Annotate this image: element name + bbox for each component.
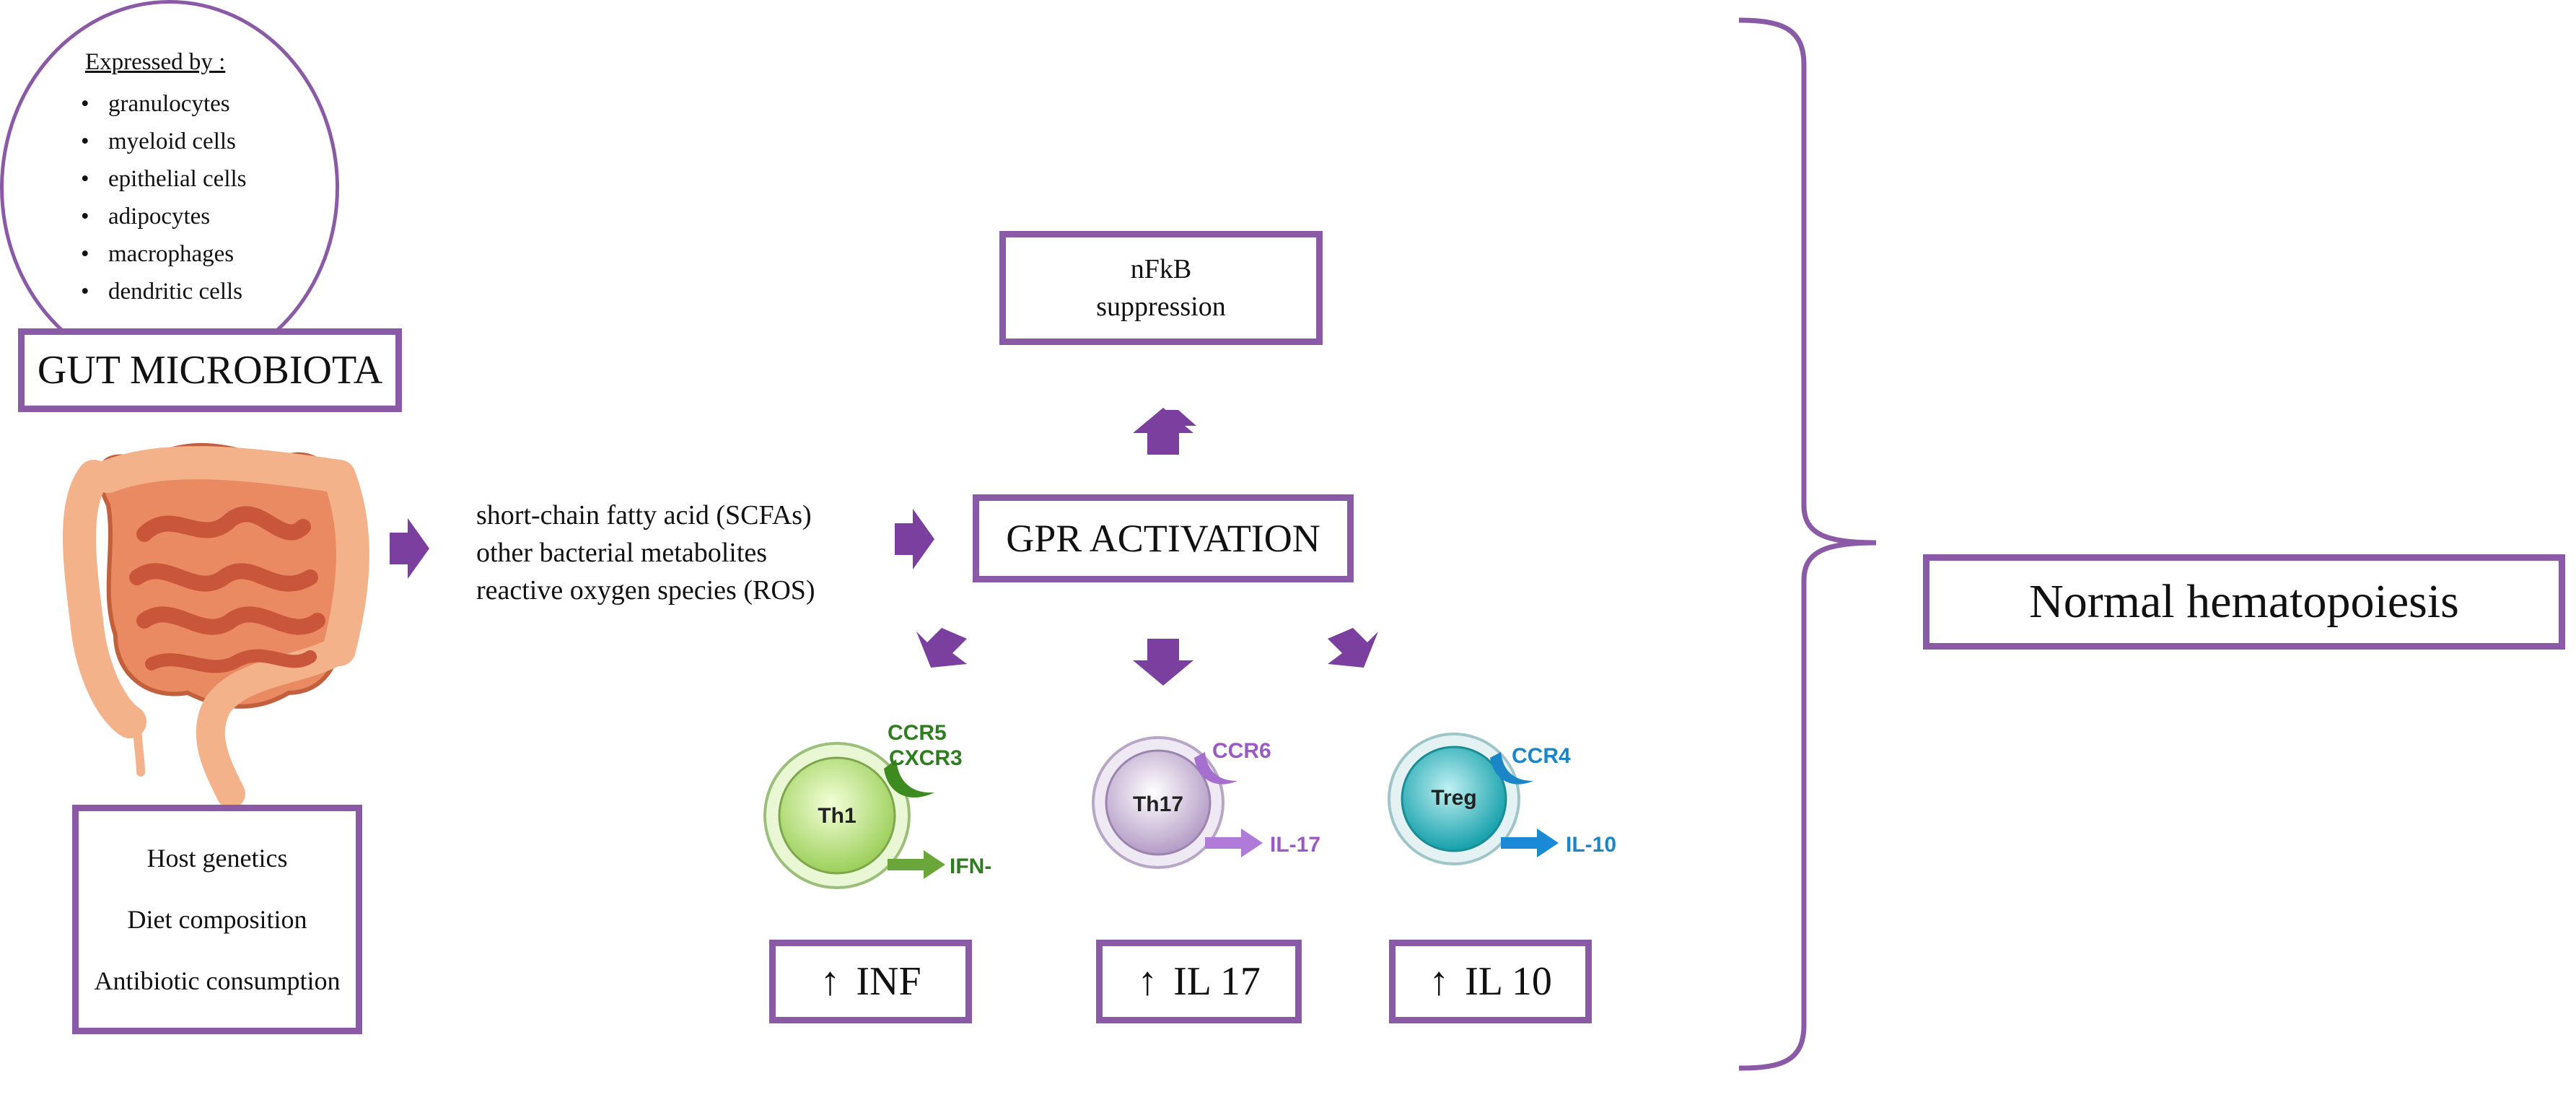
grouping-brace xyxy=(1738,17,1877,1071)
host-factor-item: Antibiotic consumption xyxy=(94,966,341,996)
up-arrow-icon: ↑ xyxy=(1429,959,1450,1004)
gut-microbiota-label: GUT MICROBIOTA xyxy=(37,348,383,393)
cell-type-item: myeloid cells xyxy=(81,123,247,160)
th17-label: Th17 xyxy=(1133,792,1183,816)
normal-hematopoiesis-label: Normal hematopoiesis xyxy=(2029,575,2459,628)
arrow-gut-to-metabolites xyxy=(390,518,429,579)
up-arrow-icon: ↑ xyxy=(820,959,841,1004)
cell-type-item: dendritic cells xyxy=(81,273,247,310)
cell-type-item: adipocytes xyxy=(81,198,247,235)
secretion-arrow-icon xyxy=(888,850,945,879)
host-factor-item: Host genetics xyxy=(146,843,288,873)
normal-hematopoiesis-box: Normal hematopoiesis xyxy=(1923,554,2565,650)
th1-cytokine: IFN- xyxy=(950,855,991,878)
arrow-gpr-to-th1 xyxy=(916,628,967,668)
cytokine-box-il10: ↑ IL 10 xyxy=(1389,940,1592,1023)
cell-type-item: macrophages xyxy=(81,235,247,273)
metabolite-item: short-chain fatty acid (SCFAs) xyxy=(476,500,812,530)
receptor-icon xyxy=(1194,752,1237,784)
treg-receptor-ccr4: CCR4 xyxy=(1512,744,1571,768)
receptor-icon xyxy=(1490,752,1533,784)
host-factors-box: Host genetics Diet composition Antibioti… xyxy=(72,805,362,1034)
nfkb-line2: suppression xyxy=(1096,292,1226,322)
th1-label: Th1 xyxy=(818,804,856,828)
intestine-illustration xyxy=(63,442,369,808)
gpr-activation-box: GPR ACTIVATION xyxy=(973,494,1354,582)
metabolite-item: other bacterial metabolites xyxy=(476,538,768,568)
cytokine-label: INF xyxy=(856,959,921,1004)
cell-type-item: granulocytes xyxy=(81,85,247,123)
th17-receptor-ccr6: CCR6 xyxy=(1212,739,1271,763)
up-arrow-icon: ↑ xyxy=(1137,959,1158,1004)
nfkb-suppression-box: nFkB suppression xyxy=(999,231,1323,345)
cytokine-box-il17: ↑ IL 17 xyxy=(1096,940,1302,1023)
cell-type-item: epithelial cells xyxy=(81,160,247,198)
secretion-arrow-icon xyxy=(1205,829,1263,857)
cytokine-label: IL 10 xyxy=(1465,959,1552,1004)
host-factor-item: Diet composition xyxy=(127,904,307,934)
metabolites-list: short-chain fatty acid (SCFAs) other bac… xyxy=(476,497,815,609)
treg-cytokine: IL-10 xyxy=(1566,833,1616,857)
arrow-gpr-to-th17 xyxy=(1133,639,1193,686)
treg-label: Treg xyxy=(1431,786,1476,810)
gpr-activation-label: GPR ACTIVATION xyxy=(1006,517,1320,560)
expressed-by-list: granulocytes myeloid cells epithelial ce… xyxy=(81,85,247,310)
th1-cell: Th1 CCR5 CXCR3 IFN- xyxy=(763,721,991,889)
cytokine-box-inf: ↑ INF xyxy=(769,940,972,1023)
th17-cell: Th17 CCR6 IL-17 xyxy=(1092,736,1320,869)
arrow-metabolites-to-gpr xyxy=(895,509,934,569)
receptor-icon xyxy=(884,759,934,798)
expressed-by-title: Expressed by : xyxy=(85,49,226,75)
gut-microbiota-title: GUT MICROBIOTA xyxy=(18,328,402,412)
th17-cytokine: IL-17 xyxy=(1270,833,1320,857)
th1-receptor-cxcr3: CXCR3 xyxy=(889,746,963,770)
arrow-gpr-to-nfkb xyxy=(1133,408,1196,455)
metabolite-item: reactive oxygen species (ROS) xyxy=(476,575,815,606)
nfkb-line1: nFkB xyxy=(1130,254,1192,284)
th1-receptor-ccr5: CCR5 xyxy=(888,721,947,745)
secretion-arrow-icon xyxy=(1501,829,1559,857)
arrow-gpr-to-treg xyxy=(1328,628,1378,668)
treg-cell: Treg CCR4 IL-10 xyxy=(1388,733,1616,865)
expressed-by-ellipse: Expressed by : granulocytes myeloid cell… xyxy=(0,0,339,375)
cytokine-label: IL 17 xyxy=(1173,959,1261,1004)
